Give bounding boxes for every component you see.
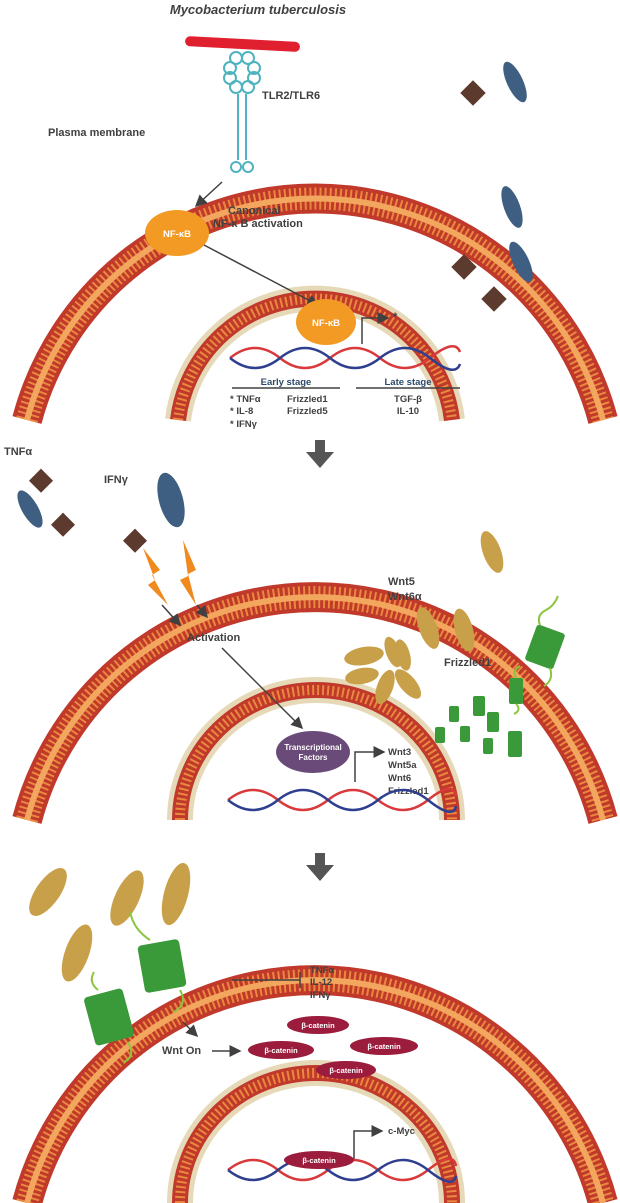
wnt-on-label: Wnt On <box>162 1045 201 1057</box>
plasma-membrane-2 <box>12 582 618 824</box>
early-col2-1: Frizzled5 <box>287 406 328 417</box>
beta-catenin-pool <box>248 1016 418 1079</box>
transcription-factors <box>276 731 350 773</box>
frizzled-receptors-3 <box>84 939 187 1046</box>
early-col2-0: Frizzled1 <box>287 394 328 405</box>
beta-catenin-1: β-catenin <box>264 1046 298 1055</box>
target-gene: c-Myc <box>388 1126 415 1137</box>
arrow-receptor-b <box>195 604 208 619</box>
ifn-label: IFNγ <box>104 474 129 486</box>
panel-2: TNFα IFNγ Activation <box>4 446 618 881</box>
frizzled-label: Frizzled1 <box>444 657 491 669</box>
beta-catenin-3: β-catenin <box>329 1066 363 1075</box>
panel-3: TNFα IL-12 IFNγ Wnt On β-catenin β-caten… <box>12 862 618 1203</box>
dna-1 <box>229 345 462 371</box>
transition-arrow-1 <box>306 440 334 468</box>
early-col1-1: * IL-8 <box>230 406 253 417</box>
nuclear-beta-catenin-label: β-catenin <box>302 1156 336 1165</box>
membrane-label: Plasma membrane <box>48 127 145 139</box>
late-col-0: TGF-β <box>394 394 422 405</box>
transcription-arrow-3 <box>353 1125 384 1160</box>
inhibited-1: IL-12 <box>310 977 332 988</box>
frizzled-receptors-2 <box>435 624 565 757</box>
wnt-label-line2: Wnt6α <box>388 591 422 603</box>
gene-0: Wnt3 <box>388 747 411 758</box>
dna-2 <box>227 787 458 813</box>
target-marker: * <box>393 311 398 323</box>
inhibited-0: TNFα <box>310 965 334 976</box>
wnt-label-line1: Wnt5 <box>388 576 415 588</box>
transcription-arrow-2 <box>354 746 386 782</box>
arrow-nfkb-to-nucleus <box>203 244 320 306</box>
nfkb-cytoplasm-label: NF-κB <box>163 229 191 240</box>
tf-line2: Factors <box>299 753 328 762</box>
tlr-receptor <box>223 51 261 173</box>
inhibited-2: IFNγ <box>310 990 331 1001</box>
receptor-label: TLR2/TLR6 <box>262 90 320 102</box>
gene-2: Wnt6 <box>388 773 411 784</box>
frizzled-tails-3 <box>90 911 184 1063</box>
beta-catenin-2: β-catenin <box>367 1042 401 1051</box>
tf-line1: Transcriptional <box>284 743 341 752</box>
frizzled-tails-2 <box>513 595 559 715</box>
title: Mycobacterium tuberculosis <box>170 2 346 17</box>
nuclear-beta-catenin <box>284 1151 354 1169</box>
panel-1: Mycobacterium tuberculosis TLR2/TLR6 Pla… <box>12 2 618 468</box>
late-stage-heading: Late stage <box>385 377 432 388</box>
early-col1-2: * IFNγ <box>230 419 258 430</box>
arrow-receptor-to-nfkb <box>194 181 223 208</box>
transition-arrow-2 <box>306 853 334 881</box>
activation-label: Activation <box>187 632 240 644</box>
gene-1: Wnt5a <box>388 760 417 771</box>
early-col1-0: * TNFα <box>230 394 261 405</box>
bacterium-bar <box>185 36 300 52</box>
nfkb-nucleus <box>296 299 356 345</box>
cytokines-outside-1 <box>451 61 533 312</box>
arrow-frizzled-to-wnt-on <box>182 1021 199 1038</box>
beta-catenin-0: β-catenin <box>301 1021 335 1030</box>
arrow-activation-to-tf <box>221 647 304 730</box>
cytokines-outside-2 <box>17 468 185 553</box>
nfkb-nucleus-label: NF-κB <box>312 318 340 329</box>
nuclear-envelope-3 <box>167 1060 465 1203</box>
arrow-receptor-a <box>161 604 182 627</box>
wnt-ligands-2 <box>344 531 504 705</box>
cytokine-receptors <box>143 540 196 605</box>
pathway-label-line1: Canonical <box>228 205 281 217</box>
wnt-ligands-3 <box>29 862 191 982</box>
tnf-label: TNFα <box>4 446 32 458</box>
transcription-arrow-1 <box>361 312 390 344</box>
pathway-label-line2: NF-κ B activation <box>213 218 303 230</box>
late-col-1: IL-10 <box>397 406 419 417</box>
early-stage-heading: Early stage <box>261 377 312 388</box>
nfkb-cytoplasm <box>145 210 209 256</box>
